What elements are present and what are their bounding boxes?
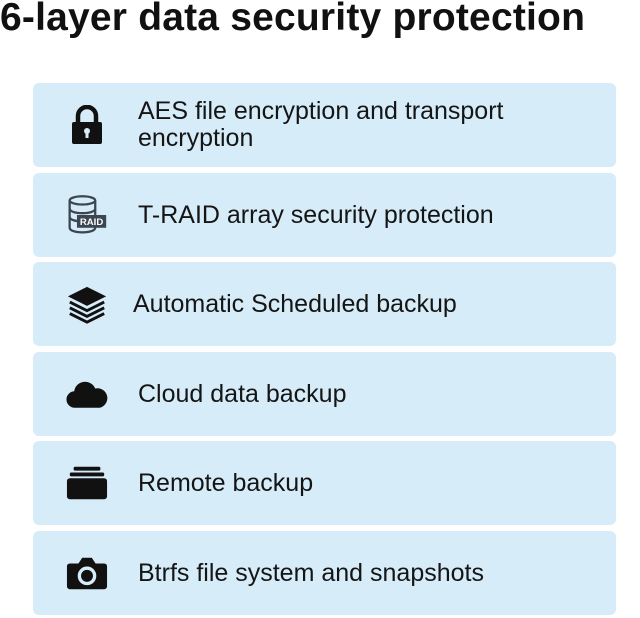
raid-database-icon: RAID [66,194,108,236]
lock-icon [66,104,108,146]
feature-card-raid: RAID T-RAID array security protection [33,173,616,257]
stacked-folders-icon [66,462,108,504]
feature-label: AES file encryption and transport encryp… [138,97,504,152]
cloud-icon [66,373,108,415]
page-title: 6-layer data security protection [0,0,586,39]
feature-label: Automatic Scheduled backup [133,289,457,318]
feature-label: Remote backup [138,468,314,497]
feature-card-remote-backup: Remote backup [33,441,616,525]
feature-card-scheduled-backup: Automatic Scheduled backup [33,262,616,346]
feature-card-aes-encryption: AES file encryption and transport encryp… [33,83,616,167]
layers-icon [66,283,108,325]
raid-icon-text: RAID [80,217,103,228]
camera-icon [66,552,108,594]
feature-card-btrfs-snapshots: Btrfs file system and snapshots [33,531,616,615]
feature-label: Cloud data backup [138,379,347,408]
feature-label: T-RAID array security protection [138,200,494,229]
feature-card-cloud-backup: Cloud data backup [33,352,616,436]
feature-label: Btrfs file system and snapshots [138,558,484,587]
